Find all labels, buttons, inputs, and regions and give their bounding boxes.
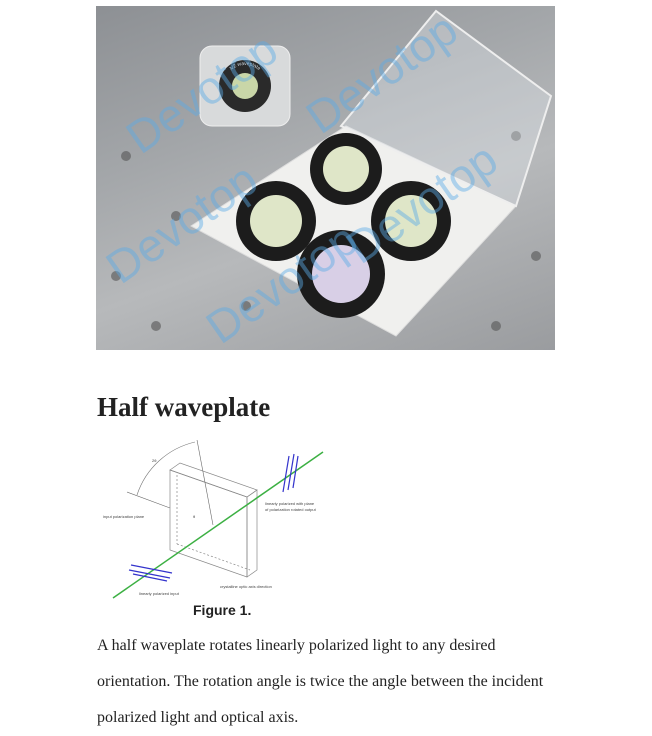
description-paragraph: A half waveplate rotates linearly polari… xyxy=(97,637,544,726)
waveplate-crystal xyxy=(169,462,258,578)
case-label: λ/2 waveplate xyxy=(228,61,261,72)
product-photo: λ/2 waveplate Devotop Devotop Devotop De… xyxy=(96,6,555,350)
input-polarization-arrows xyxy=(128,564,173,582)
label-output-2: of polarization rotated output xyxy=(265,507,317,512)
label-input-plane: input polarization plane xyxy=(103,514,145,519)
waveplate-photo-illustration: λ/2 waveplate xyxy=(111,9,553,337)
label-input: linearly polarized input xyxy=(139,591,180,596)
section-title: Half waveplate xyxy=(97,392,271,422)
figure-caption: Figure 1. xyxy=(193,602,251,618)
label-theta: θ xyxy=(193,514,196,519)
angle-arc xyxy=(136,441,196,496)
waveplate-mounts xyxy=(236,133,451,318)
label-optic-axis: crystalline optic axis direction xyxy=(220,584,272,589)
label-output-1: linearly polarized with plane xyxy=(265,501,315,506)
label-2theta: 2θ xyxy=(152,458,157,463)
figure-half-waveplate-diagram: 2θ θ input polarization plane linearly p… xyxy=(103,440,324,618)
output-polarization-arrows xyxy=(282,453,299,493)
